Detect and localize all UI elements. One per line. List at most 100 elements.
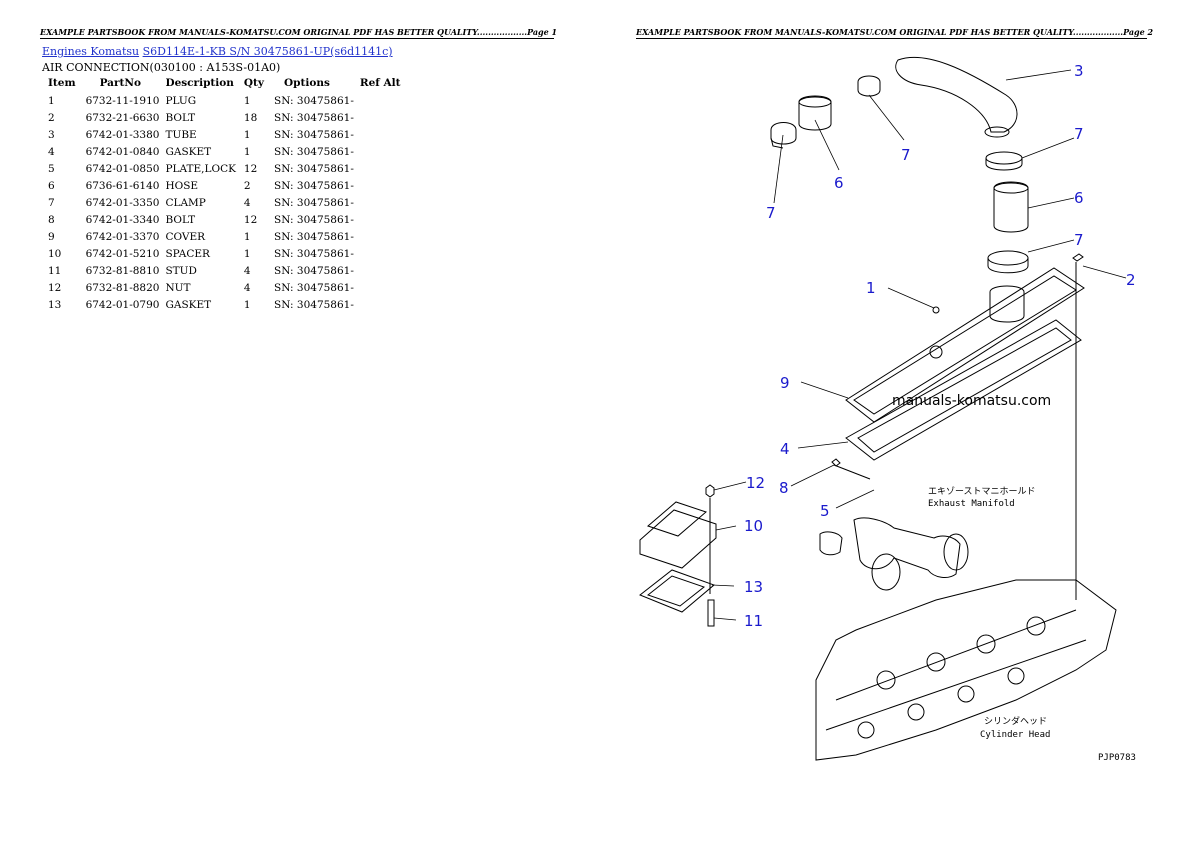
cell-refalt [356, 177, 407, 194]
cylinder-label-jp: シリンダヘッド [984, 715, 1047, 727]
cell-qty: 12 [243, 162, 258, 175]
table-row: 9 6742-01-3370 COVER 1 SN: 30475861- [44, 228, 406, 245]
cell-qty: 1 [243, 145, 251, 158]
cell-options: SN: 30475861- [274, 264, 354, 277]
cell-description: PLATE,LOCK [165, 162, 236, 175]
cell-refalt [356, 194, 407, 211]
cell-description: NUT [165, 281, 191, 294]
cell-options: SN: 30475861- [274, 111, 354, 124]
cell-options: SN: 30475861- [274, 179, 354, 192]
cell-options: SN: 30475861- [274, 230, 354, 243]
breadcrumb: Engines Komatsu S6D114E-1-KB S/N 3047586… [42, 45, 393, 58]
cell-options: SN: 30475861- [274, 281, 354, 294]
cell-description: BOLT [165, 213, 196, 226]
cell-item: 7 [48, 196, 55, 209]
cell-description: BOLT [165, 111, 196, 124]
callout-8: 8 [779, 479, 789, 497]
exhaust-label-en: Exhaust Manifold [928, 499, 1015, 509]
cell-description: STUD [165, 264, 197, 277]
cell-options: SN: 30475861- [274, 128, 354, 141]
cell-item: 2 [48, 111, 55, 124]
cell-refalt [356, 228, 407, 245]
cell-refalt [356, 279, 407, 296]
cell-refalt [356, 262, 407, 279]
cell-qty: 18 [243, 111, 258, 124]
cell-options: SN: 30475861- [274, 247, 354, 260]
callout-6b: 6 [834, 174, 844, 192]
callout-10: 10 [744, 517, 763, 535]
col-partno: PartNo [99, 77, 141, 89]
figure-code: PJP0783 [1098, 753, 1136, 763]
cell-description: GASKET [165, 298, 212, 311]
cell-qty: 1 [243, 230, 251, 243]
callout-4: 4 [780, 440, 790, 458]
cell-options: SN: 30475861- [274, 94, 354, 107]
cell-qty: 1 [243, 94, 251, 107]
cell-options: SN: 30475861- [274, 298, 354, 311]
cell-description: COVER [165, 230, 206, 243]
callout-11: 11 [744, 612, 763, 630]
cell-qty: 1 [243, 247, 251, 260]
cell-description: PLUG [165, 94, 197, 107]
exhaust-label-jp: エキゾーストマニホールド [928, 486, 1036, 497]
cell-item: 6 [48, 179, 55, 192]
cell-refalt [356, 126, 407, 143]
cell-description: TUBE [165, 128, 197, 141]
cell-options: SN: 30475861- [274, 196, 354, 209]
cell-refalt [356, 211, 407, 228]
callout-7d: 7 [901, 146, 911, 164]
cell-partno: 6732-81-8810 [85, 264, 160, 277]
cell-options: SN: 30475861- [274, 162, 354, 175]
callout-9: 9 [780, 374, 790, 392]
col-qty: Qty [243, 77, 265, 89]
cell-item: 8 [48, 213, 55, 226]
cell-item: 11 [48, 264, 62, 277]
callout-5: 5 [820, 502, 830, 520]
breadcrumb-link-model[interactable]: S6D114E-1-KB S/N 30475861-UP(s6d1141c) [142, 45, 393, 58]
cell-partno: 6742-01-3350 [85, 196, 160, 209]
cell-options: SN: 30475861- [274, 213, 354, 226]
cell-description: SPACER [165, 247, 210, 260]
cell-refalt [356, 143, 407, 160]
callout-7b: 7 [1074, 231, 1084, 249]
cell-partno: 6742-01-5210 [85, 247, 160, 260]
page2-header: EXAMPLE PARTSBOOK FROM MANUALS-KOMATSU.C… [636, 27, 1154, 39]
breadcrumb-link-engines[interactable]: Engines Komatsu [42, 45, 140, 58]
callout-7a: 7 [1074, 125, 1084, 143]
cell-description: HOSE [165, 179, 199, 192]
cell-partno: 6742-01-3340 [85, 213, 160, 226]
cell-item: 12 [48, 281, 62, 294]
cell-refalt [356, 245, 407, 262]
page1-header: EXAMPLE PARTSBOOK FROM MANUALS-KOMATSU.C… [40, 27, 558, 39]
col-options: Options [284, 77, 330, 89]
cell-item: 9 [48, 230, 55, 243]
table-row: 12 6732-81-8820 NUT 4 SN: 30475861- [44, 279, 406, 296]
col-description: Description [165, 77, 234, 89]
cell-partno: 6742-01-3370 [85, 230, 160, 243]
cell-refalt [356, 109, 407, 126]
cell-partno: 6742-01-3380 [85, 128, 160, 141]
parts-table: Item PartNo Description Qty Options Ref … [44, 76, 406, 313]
cell-qty: 4 [243, 264, 251, 277]
cell-partno: 6732-21-6630 [85, 111, 160, 124]
table-row: 8 6742-01-3340 BOLT 12 SN: 30475861- [44, 211, 406, 228]
callout-12: 12 [746, 474, 765, 492]
cell-partno: 6732-11-1910 [85, 94, 160, 107]
col-item: Item [48, 77, 76, 89]
table-row: 11 6732-81-8810 STUD 4 SN: 30475861- [44, 262, 406, 279]
cell-qty: 1 [243, 298, 251, 311]
callout-3: 3 [1074, 62, 1084, 80]
cell-qty: 4 [243, 281, 251, 294]
cell-item: 13 [48, 298, 62, 311]
cell-partno: 6732-81-8820 [85, 281, 160, 294]
cell-item: 1 [48, 94, 55, 107]
cell-refalt [356, 160, 407, 177]
cell-qty: 4 [243, 196, 251, 209]
cell-qty: 12 [243, 213, 258, 226]
